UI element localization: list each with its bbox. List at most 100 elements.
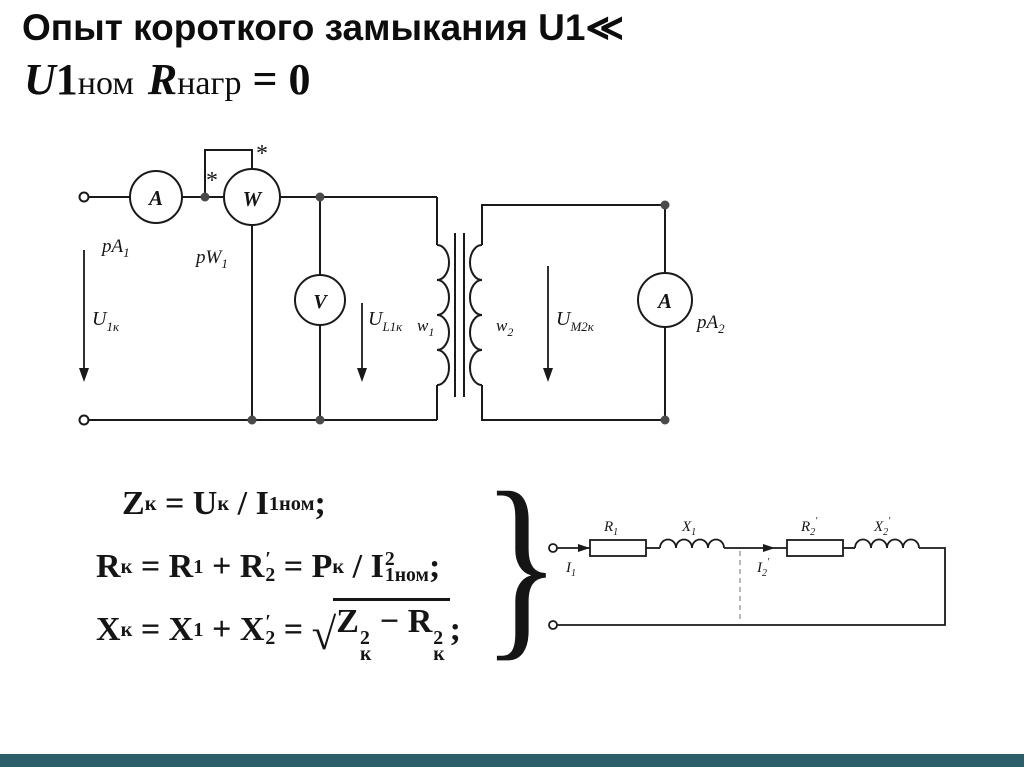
ul1k-base: U <box>368 308 384 330</box>
formula-part: / I <box>344 548 384 585</box>
formula-part: − <box>371 602 408 640</box>
w2-base: w <box>496 316 508 335</box>
um2k-label: UM2к <box>556 308 595 334</box>
ul1k-label: UL1к <box>368 308 403 334</box>
wire <box>481 204 665 245</box>
formula-part: к <box>359 643 372 666</box>
ul1k-arrowhead-icon <box>357 368 367 382</box>
x2-sub: 2 <box>883 527 888 538</box>
pa1-sub: 1 <box>123 245 130 260</box>
formula-stack: ′2 <box>265 547 276 586</box>
w2-sub: 2 <box>507 325 513 339</box>
title-r: R <box>147 55 178 104</box>
i2-prime: ′ <box>767 557 770 568</box>
formula-part: к <box>144 492 157 515</box>
formula-part: / I <box>229 485 269 522</box>
formula-part: к <box>120 555 133 578</box>
i2-sub: 2 <box>762 568 767 579</box>
formula-part: R <box>407 602 433 640</box>
i2-label: I2′ <box>756 557 770 579</box>
formula-part: = U <box>156 485 218 522</box>
i2-base: I <box>756 560 763 576</box>
pa1-label: pA1 <box>100 236 130 260</box>
wire <box>557 547 946 626</box>
primary-winding <box>436 244 450 386</box>
w1-label: w1 <box>417 316 434 339</box>
r2-prime: ′ <box>815 516 818 527</box>
formula-part: = <box>275 611 312 648</box>
junction-dot <box>315 192 325 202</box>
title-r-sub: нагр <box>177 65 242 102</box>
formula-part: + R <box>203 548 265 585</box>
main-circuit-labels: A W V A * * pA1 pW1 pA2 U1к UL1к UM2к w1… <box>92 141 725 339</box>
junction-dot <box>660 415 670 425</box>
formula-part: ′ <box>265 547 271 570</box>
i1-base: I <box>565 560 572 576</box>
w1-sub: 1 <box>428 325 434 339</box>
formula-part: X <box>96 611 121 648</box>
formula-part: 2 <box>265 564 276 586</box>
wattmeter-letter: W <box>243 187 263 211</box>
junction-dot <box>660 200 670 210</box>
pa2-base: pA <box>695 312 719 333</box>
formula-part: = P <box>275 548 333 585</box>
title-zero: 0 <box>288 55 311 104</box>
formula-part: к <box>217 492 230 515</box>
pw1-sub: 1 <box>221 256 228 271</box>
u1k-sub: 1к <box>106 319 120 334</box>
secondary-winding <box>469 244 483 386</box>
um2k-base: U <box>556 308 572 330</box>
formula-part: к <box>332 555 345 578</box>
r1-label: R1 <box>603 519 618 538</box>
terminal-top-left <box>78 191 90 203</box>
x1-label: X1 <box>681 519 696 538</box>
r2-base: R <box>800 519 810 535</box>
polarity-star-icon: * <box>256 141 268 167</box>
resistor-r1 <box>589 539 647 557</box>
i1-sub: 1 <box>571 568 576 579</box>
pa2-sub: 2 <box>718 321 725 336</box>
junction-dot <box>200 192 210 202</box>
x2-base: X <box>873 519 884 535</box>
main-circuit <box>78 149 693 426</box>
title-u-sub: ном <box>77 65 134 102</box>
equivalent-circuit-labels: R1 X1 R2′ X2′ I1 I2′ <box>565 516 891 579</box>
formula-part: 1 <box>193 618 204 641</box>
pw1-label: pW1 <box>194 247 228 271</box>
x1-sub: 1 <box>691 527 696 538</box>
formula-part: 2 <box>359 626 370 649</box>
pa2-label: pA2 <box>695 312 725 336</box>
formula-part: ; <box>449 611 461 648</box>
r1-sub: 1 <box>613 527 618 538</box>
w2-label: w2 <box>496 316 513 339</box>
r2-sub: 2 <box>810 527 815 538</box>
ul1k-sub: L1к <box>381 319 403 334</box>
r1-base: R <box>603 519 613 535</box>
title-u-num: 1 <box>55 55 78 104</box>
wire <box>481 385 665 421</box>
inductor-x2 <box>854 538 920 549</box>
i1-arrowhead-icon <box>578 544 590 552</box>
voltmeter-letter: V <box>313 291 328 313</box>
formula-brace: } <box>482 451 561 678</box>
um2k-arrowhead-icon <box>543 368 553 382</box>
wattmeter-loop-wire <box>204 149 253 197</box>
formula-part: 2 <box>265 627 276 649</box>
formula-part: ′ <box>265 610 271 633</box>
formula-part: к <box>120 618 133 641</box>
resistor-r2 <box>786 539 844 557</box>
formula-part: 2 <box>433 626 444 649</box>
junction-dot <box>247 415 257 425</box>
formula-part: 1ном <box>384 564 429 586</box>
footer-accent-bar <box>0 754 1024 767</box>
x2-label: X2′ <box>873 516 891 538</box>
formula-part: 2 <box>384 547 395 570</box>
um2k-sub: M2к <box>569 319 594 334</box>
